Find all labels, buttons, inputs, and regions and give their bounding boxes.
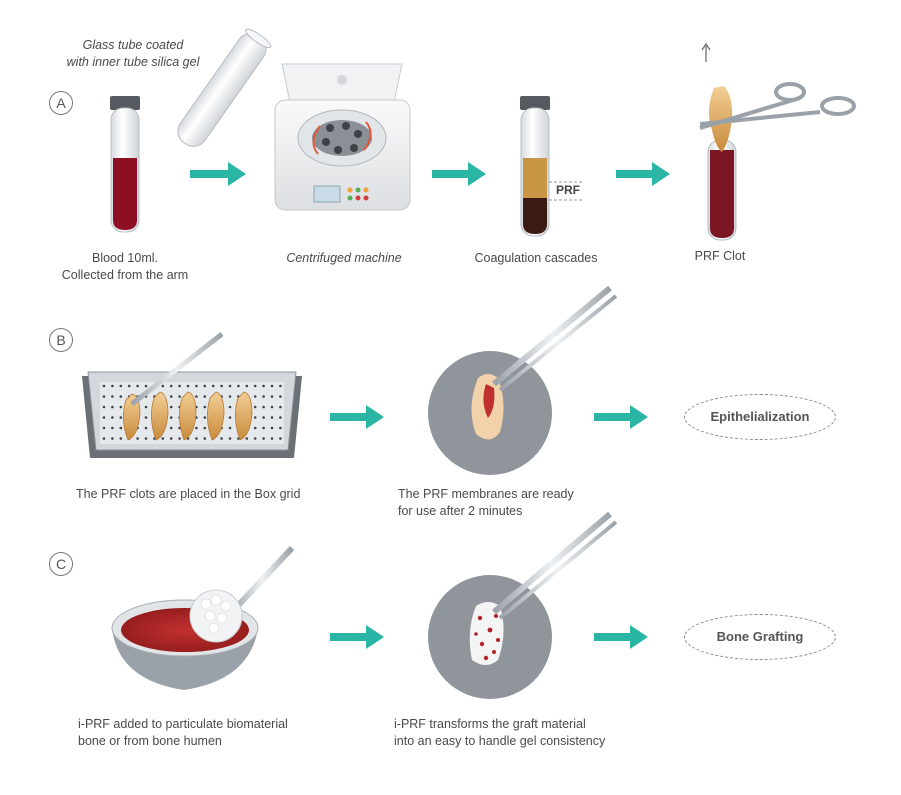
step-a-badge: A: [49, 91, 73, 115]
arrow-a3: [616, 162, 670, 186]
prf-layer-tag: PRF: [556, 183, 580, 197]
arrow-c2: [594, 625, 648, 649]
prf-membrane-icon: [428, 285, 618, 475]
arrow-a2: [432, 162, 486, 186]
arrow-c1: [330, 625, 384, 649]
arrow-b1: [330, 405, 384, 429]
epithelialization-oval: Epithelialization: [684, 394, 836, 440]
step-b-badge: B: [49, 328, 73, 352]
centrifuge-caption: Centrifuged machine: [286, 251, 402, 265]
step-c-badge: C: [49, 552, 73, 576]
box-grid-caption: The PRF clots are placed in the Box grid: [76, 487, 301, 501]
glass-tube-icon: [177, 28, 272, 147]
graft-material-icon: [428, 511, 618, 699]
glass-tube-caption: Glass tube coated with inner tube silica…: [66, 38, 200, 69]
blood-tube-icon: [110, 96, 140, 233]
bone-grafting-oval: Bone Grafting: [684, 614, 836, 660]
bowl-icon: [111, 545, 295, 690]
coagulation-caption: Coagulation cascades: [474, 251, 598, 265]
arrow-a1: [190, 162, 246, 186]
membrane-caption: The PRF membranes are ready for use afte…: [398, 487, 574, 518]
centrifuge-icon: [274, 63, 411, 211]
blood-caption: Blood 10ml. Collected from the arm: [61, 251, 189, 282]
coagulation-tube-icon: [520, 96, 582, 237]
prf-clot-icon: [699, 2, 856, 241]
clot-caption: PRF Clot: [694, 249, 746, 263]
graft-caption: i-PRF transforms the graft material into…: [394, 717, 606, 748]
bowl-caption: i-PRF added to particulate biomaterial b…: [78, 717, 288, 748]
arrow-b2: [594, 405, 648, 429]
box-grid-icon: [82, 332, 302, 458]
